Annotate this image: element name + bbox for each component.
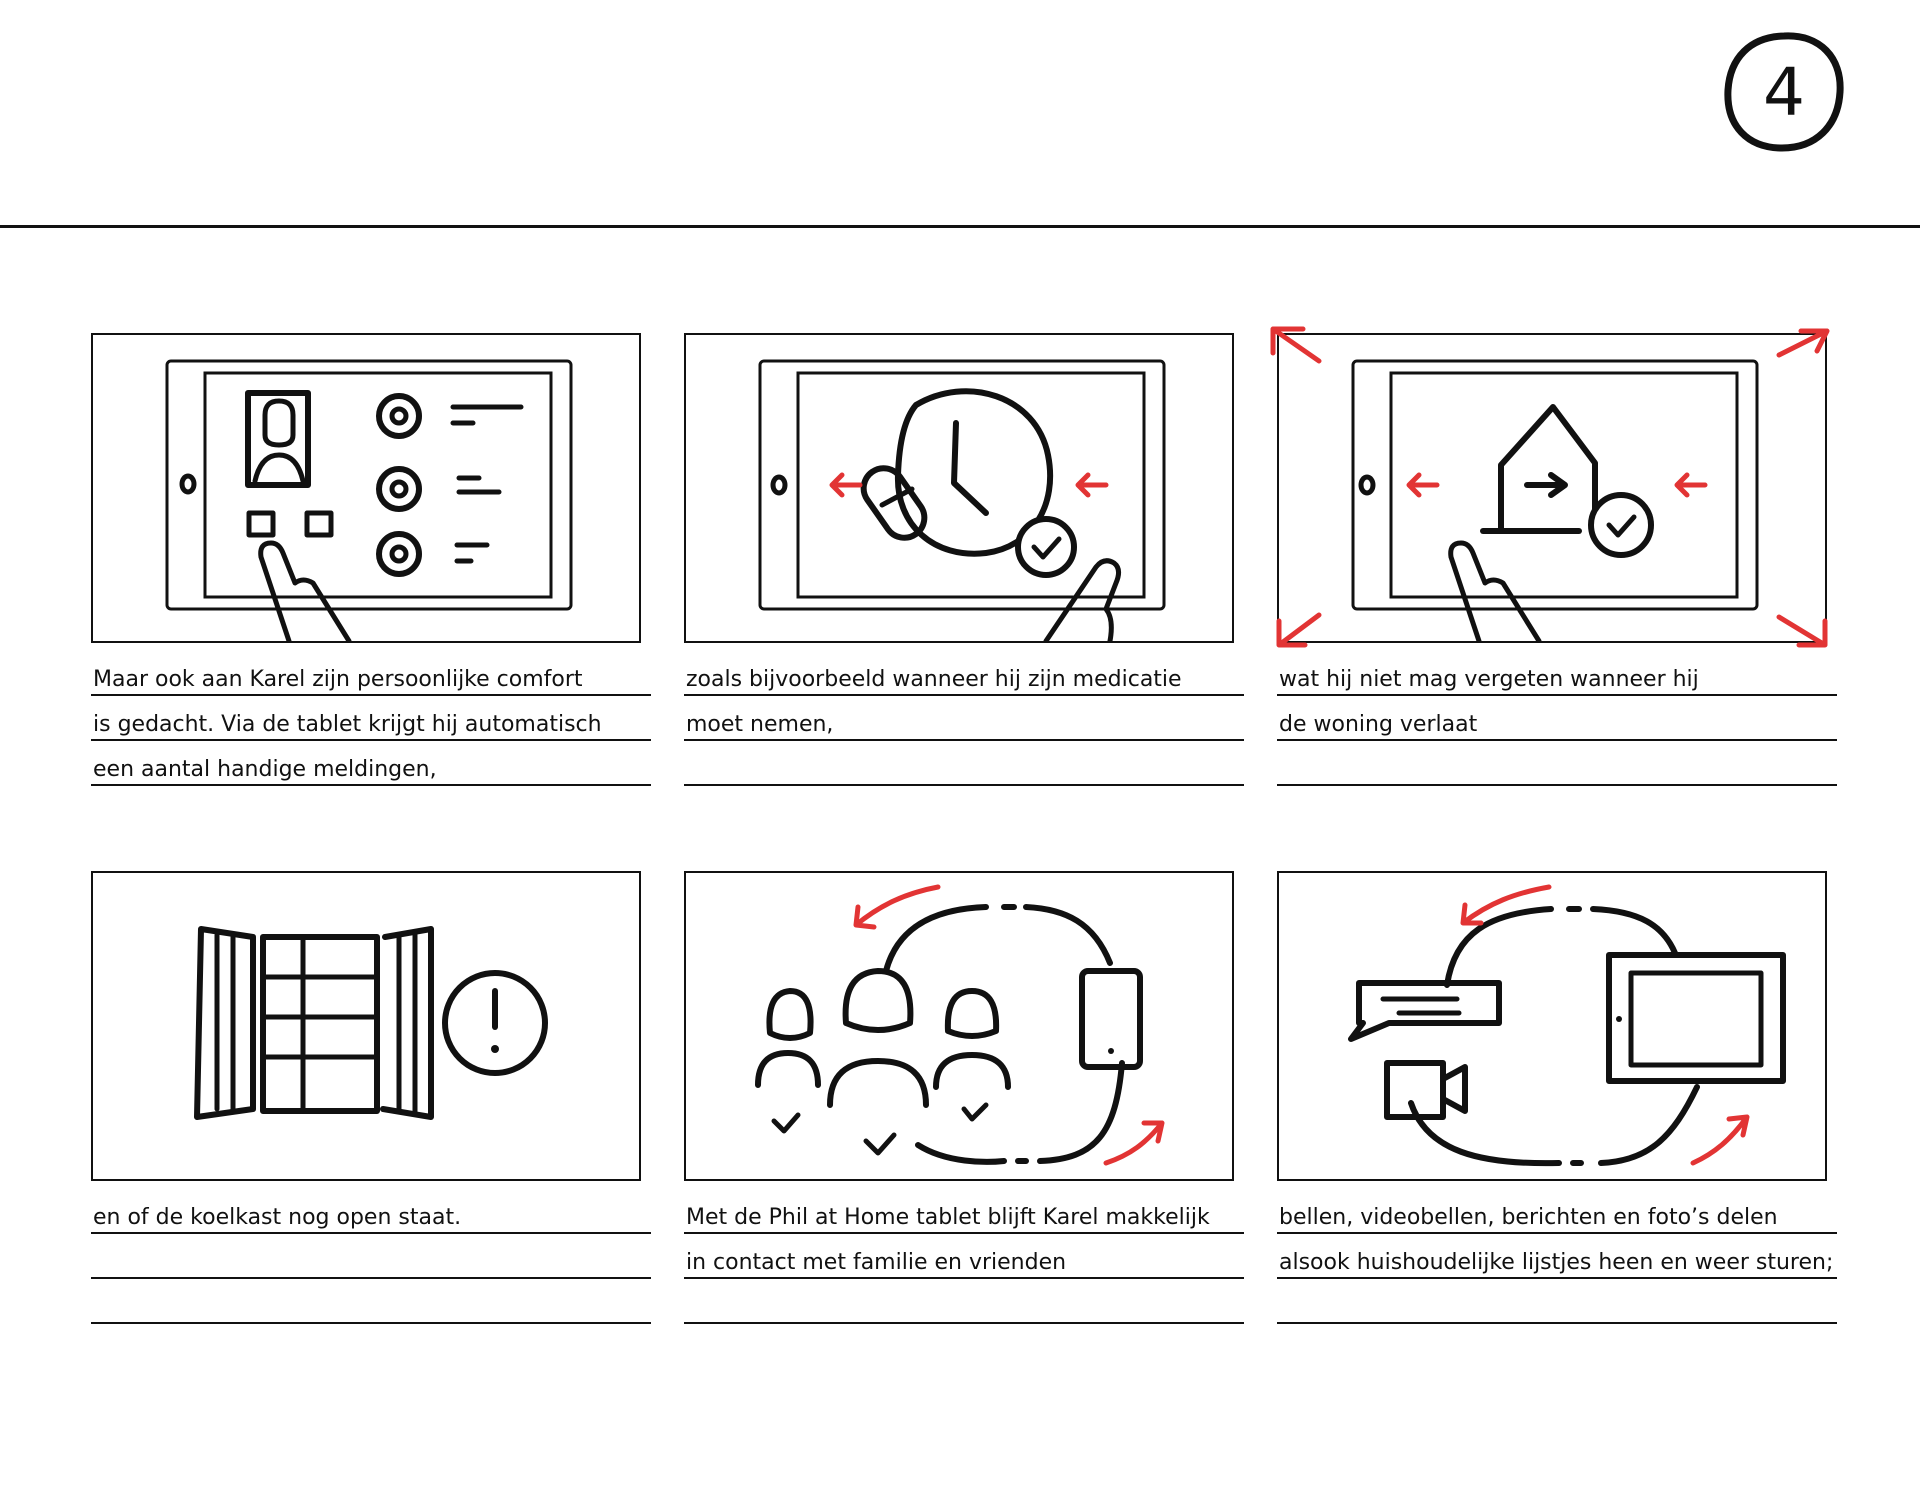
caption-lines: bellen, videobellen, berichten en foto’s… [1277, 1191, 1837, 1326]
tablet-notifications-sketch [165, 359, 573, 641]
panel-frame [1277, 871, 1827, 1181]
panel-frame [684, 333, 1234, 643]
caption-line [1277, 743, 1837, 786]
caption-line: Maar ook aan Karel zijn persoonlijke com… [91, 653, 651, 696]
messaging-video-sketch [1348, 884, 1786, 1167]
page-number: 4 [1763, 53, 1805, 131]
caption-line: zoals bijvoorbeeld wanneer hij zijn medi… [684, 653, 1244, 696]
caption-lines: en of de koelkast nog open staat. [91, 1191, 651, 1326]
caption-line: en of de koelkast nog open staat. [91, 1191, 651, 1234]
medication-reminder-sketch [758, 359, 1166, 641]
panel-frame [91, 333, 641, 643]
caption-lines: Maar ook aan Karel zijn persoonlijke com… [91, 653, 651, 788]
caption-line: een aantal handige meldingen, [91, 743, 651, 786]
caption-line [1277, 1281, 1837, 1324]
caption-lines: zoals bijvoorbeeld wanneer hij zijn medi… [684, 653, 1244, 788]
leaving-home-sketch [1351, 359, 1759, 641]
panel-frame [91, 871, 641, 1181]
expand-arrows [1270, 326, 1830, 648]
caption-line [91, 1281, 651, 1324]
header-divider [0, 225, 1920, 228]
caption-line: Met de Phil at Home tablet blijft Karel … [684, 1191, 1244, 1234]
page-number-badge [1724, 32, 1844, 152]
caption-line: wat hij niet mag vergeten wanneer hij [1277, 653, 1837, 696]
caption-line: is gedacht. Via de tablet krijgt hij aut… [91, 698, 651, 741]
caption-line: de woning verlaat [1277, 698, 1837, 741]
open-fridge-sketch [194, 926, 548, 1120]
panel-frame [1270, 326, 1830, 648]
caption-line: moet nemen, [684, 698, 1244, 741]
caption-line: in contact met familie en vrienden [684, 1236, 1244, 1279]
caption-line: bellen, videobellen, berichten en foto’s… [1277, 1191, 1837, 1234]
caption-line [91, 1236, 651, 1279]
panel-frame [684, 871, 1234, 1181]
caption-line: alsook huishoudelijke lijstjes heen en w… [1277, 1236, 1837, 1279]
caption-line [684, 1281, 1244, 1324]
family-contact-sketch [755, 884, 1165, 1166]
caption-lines: wat hij niet mag vergeten wanneer hij de… [1277, 653, 1837, 788]
caption-lines: Met de Phil at Home tablet blijft Karel … [684, 1191, 1244, 1326]
caption-line [684, 743, 1244, 786]
